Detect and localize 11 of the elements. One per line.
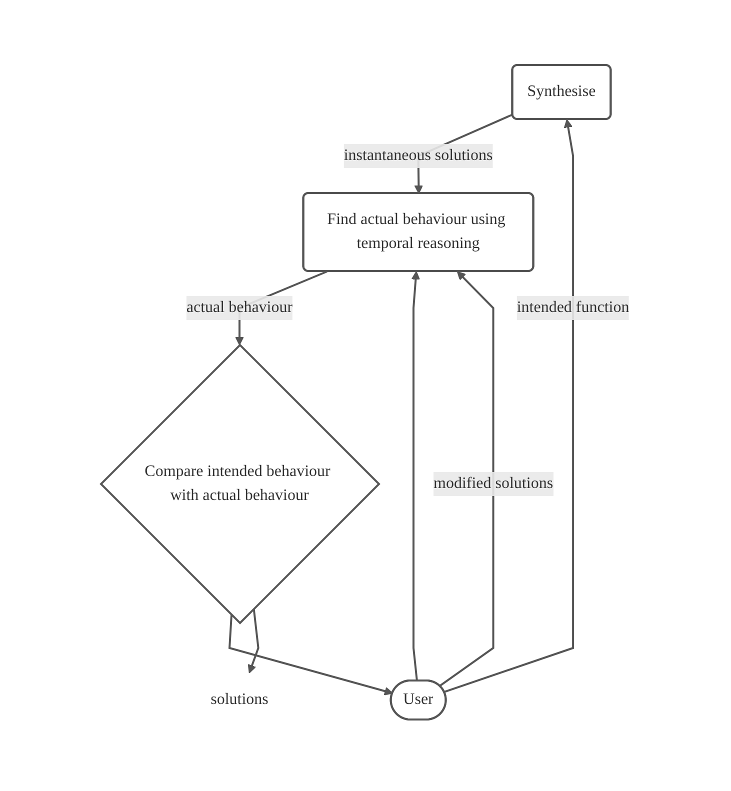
edge-label: instantaneous solutions (344, 146, 494, 164)
arrow (228, 614, 394, 695)
edge-label: intended function (517, 298, 630, 316)
arrow (412, 270, 420, 681)
node-diamond: Compare intended behaviour with actual behaviour (100, 343, 381, 624)
node-text: solutions (210, 690, 269, 708)
arrow (440, 270, 495, 686)
edge-label: modified solutions (434, 474, 554, 492)
arrow (444, 118, 574, 692)
arrow (248, 608, 260, 673)
edge-label: actual behaviour (186, 298, 293, 316)
